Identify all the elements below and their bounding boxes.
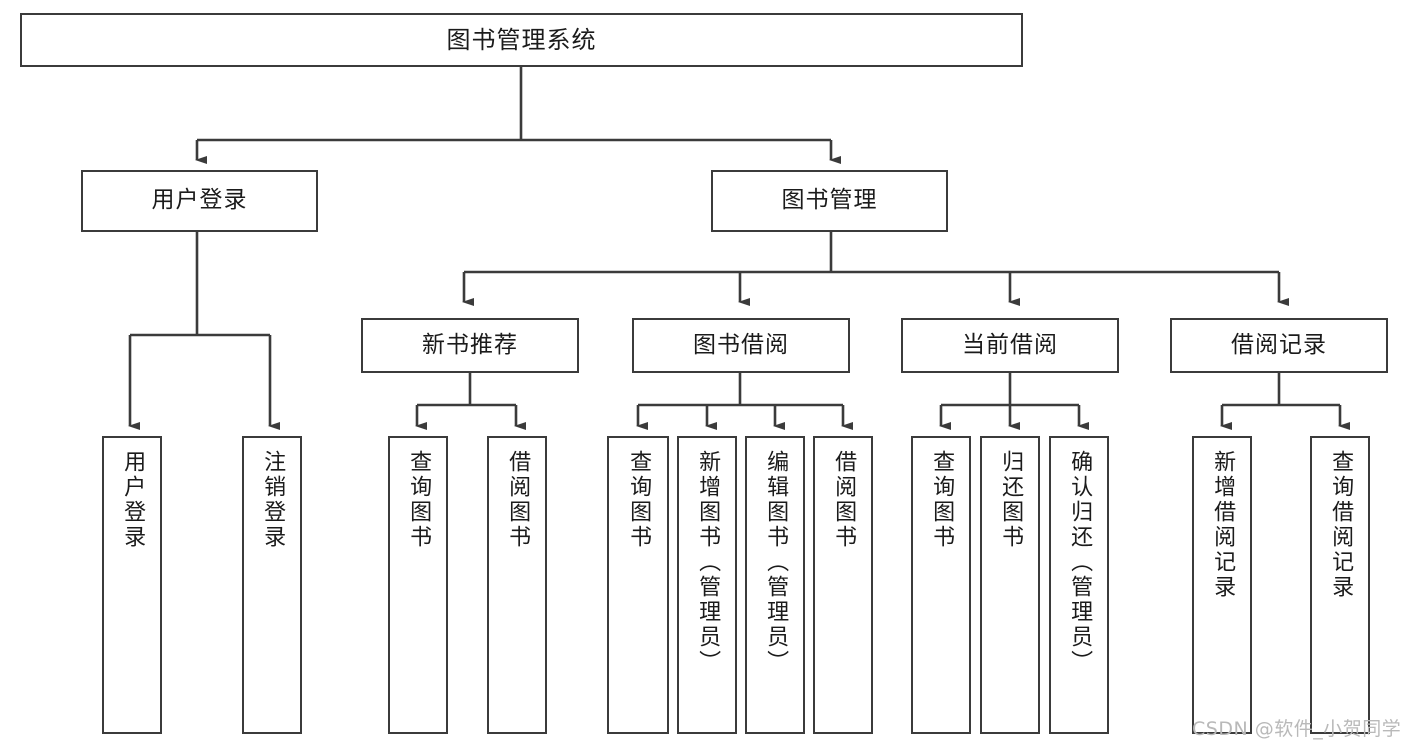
node-user-login[interactable]: 用户登录 (81, 170, 318, 232)
leaf-label: 注销登录 (260, 450, 286, 550)
node-new-book-recommend[interactable]: 新书推荐 (361, 318, 579, 373)
leaf-label: 新增借阅记录 (1210, 450, 1236, 600)
node-label: 当前借阅 (962, 331, 1058, 358)
leaf-user-login-logout[interactable]: 注销登录 (242, 436, 302, 734)
leaf-label: 查询图书 (406, 450, 432, 550)
node-label: 新书推荐 (422, 331, 518, 358)
leaf-book-borrow-query-book[interactable]: 查询图书 (607, 436, 669, 734)
leaf-current-borrow-confirm-return-admin[interactable]: 确认归还（管理员） (1049, 436, 1109, 734)
leaf-borrow-record-add-record[interactable]: 新增借阅记录 (1192, 436, 1252, 734)
leaf-label: 归还图书 (998, 450, 1024, 550)
leaf-new-book-borrow-book[interactable]: 借阅图书 (487, 436, 547, 734)
leaf-new-book-query-book[interactable]: 查询图书 (388, 436, 448, 734)
leaf-label: 用户登录 (120, 450, 146, 550)
leaf-label: 查询图书 (626, 450, 652, 550)
leaf-borrow-record-query-record[interactable]: 查询借阅记录 (1310, 436, 1370, 734)
node-label: 用户登录 (151, 187, 248, 214)
node-label: 图书管理 (781, 187, 878, 214)
node-label: 图书借阅 (693, 331, 789, 358)
node-book-management[interactable]: 图书管理 (711, 170, 948, 232)
node-book-borrow[interactable]: 图书借阅 (632, 318, 850, 373)
node-root-book-management-system[interactable]: 图书管理系统 (20, 13, 1023, 67)
leaf-book-borrow-add-book-admin[interactable]: 新增图书（管理员） (677, 436, 737, 734)
leaf-book-borrow-borrow-book[interactable]: 借阅图书 (813, 436, 873, 734)
node-label: 图书管理系统 (446, 25, 597, 54)
leaf-user-login-login[interactable]: 用户登录 (102, 436, 162, 734)
leaf-label: 查询借阅记录 (1328, 450, 1354, 600)
leaf-label: 借阅图书 (505, 450, 531, 550)
watermark-text: CSDN @软件_小贺同学 (1192, 718, 1402, 740)
leaf-label: 新增图书（管理员） (695, 450, 721, 675)
leaf-label: 编辑图书（管理员） (763, 450, 789, 675)
leaf-label: 查询图书 (929, 450, 955, 550)
node-label: 借阅记录 (1231, 331, 1327, 358)
node-borrow-record[interactable]: 借阅记录 (1170, 318, 1388, 373)
leaf-label: 借阅图书 (831, 450, 857, 550)
node-current-borrow[interactable]: 当前借阅 (901, 318, 1119, 373)
leaf-book-borrow-edit-book-admin[interactable]: 编辑图书（管理员） (745, 436, 805, 734)
leaf-label: 确认归还（管理员） (1067, 450, 1093, 675)
leaf-current-borrow-return-book[interactable]: 归还图书 (980, 436, 1040, 734)
leaf-current-borrow-query-book[interactable]: 查询图书 (911, 436, 971, 734)
